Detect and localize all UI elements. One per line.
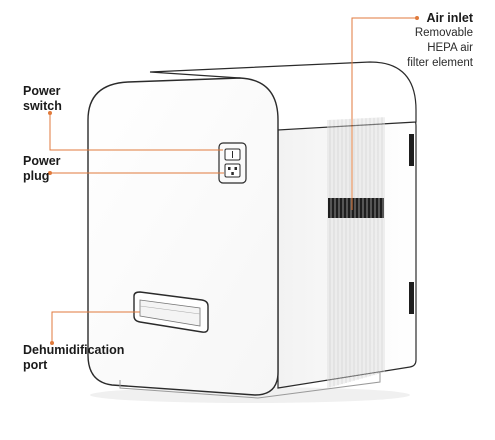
- side-grip-upper: [409, 134, 414, 166]
- base-trim: [119, 372, 381, 399]
- filter-band-stripe: [340, 198, 342, 218]
- air-inlet-title: Air inlet: [426, 11, 473, 25]
- dehumidification-port-label: Dehumidification port: [23, 343, 124, 373]
- filter-band-stripe: [380, 198, 382, 218]
- leader-lines: [49, 17, 417, 343]
- leader-dots: [48, 16, 419, 345]
- side-grip-lower: [409, 282, 414, 314]
- dehumidification-port-shape: [133, 291, 209, 333]
- filter-band-stripe: [344, 198, 346, 218]
- power-switch-label-line2: switch: [23, 99, 62, 113]
- power-plug-icon: [224, 163, 241, 178]
- filter-band-stripe: [364, 198, 366, 218]
- filter-band-stripe: [332, 198, 334, 218]
- hepa-filter: [327, 117, 385, 388]
- filter-band-stripe: [356, 198, 358, 218]
- filter-band-stripe: [360, 198, 362, 218]
- dehumidification-port-label-line2: port: [23, 358, 48, 372]
- air-inlet-label: Air inlet Removable HEPA air filter elem…: [407, 11, 473, 71]
- air-inlet-desc-line3: filter element: [407, 57, 473, 69]
- power-plug-label-line2: plug: [23, 169, 50, 183]
- power-plug-label: Power plug: [23, 154, 61, 184]
- filter-band-stripe: [352, 198, 354, 218]
- filter-band-stripe: [368, 198, 370, 218]
- power-module: [218, 142, 247, 184]
- power-switch-label-line1: Power: [23, 84, 61, 98]
- filter-band-stripe: [328, 198, 330, 218]
- filter-band-stripe: [348, 198, 350, 218]
- air-inlet-desc-line1: Removable: [414, 27, 473, 39]
- filter-band-stripe: [372, 198, 374, 218]
- power-switch-label: Power switch: [23, 84, 62, 114]
- leader-dehumidification-port: [51, 311, 140, 343]
- leader-air-inlet: [351, 17, 417, 210]
- leader-power-switch: [49, 113, 223, 151]
- air-inlet-desc-line2: HEPA air: [427, 42, 473, 54]
- filter-band-stripe: [336, 198, 338, 218]
- side-panel: [277, 117, 417, 389]
- filter-band-stripe: [376, 198, 378, 218]
- power-plug-label-line1: Power: [23, 154, 61, 168]
- dehumidification-port-label-line1: Dehumidification: [23, 343, 125, 357]
